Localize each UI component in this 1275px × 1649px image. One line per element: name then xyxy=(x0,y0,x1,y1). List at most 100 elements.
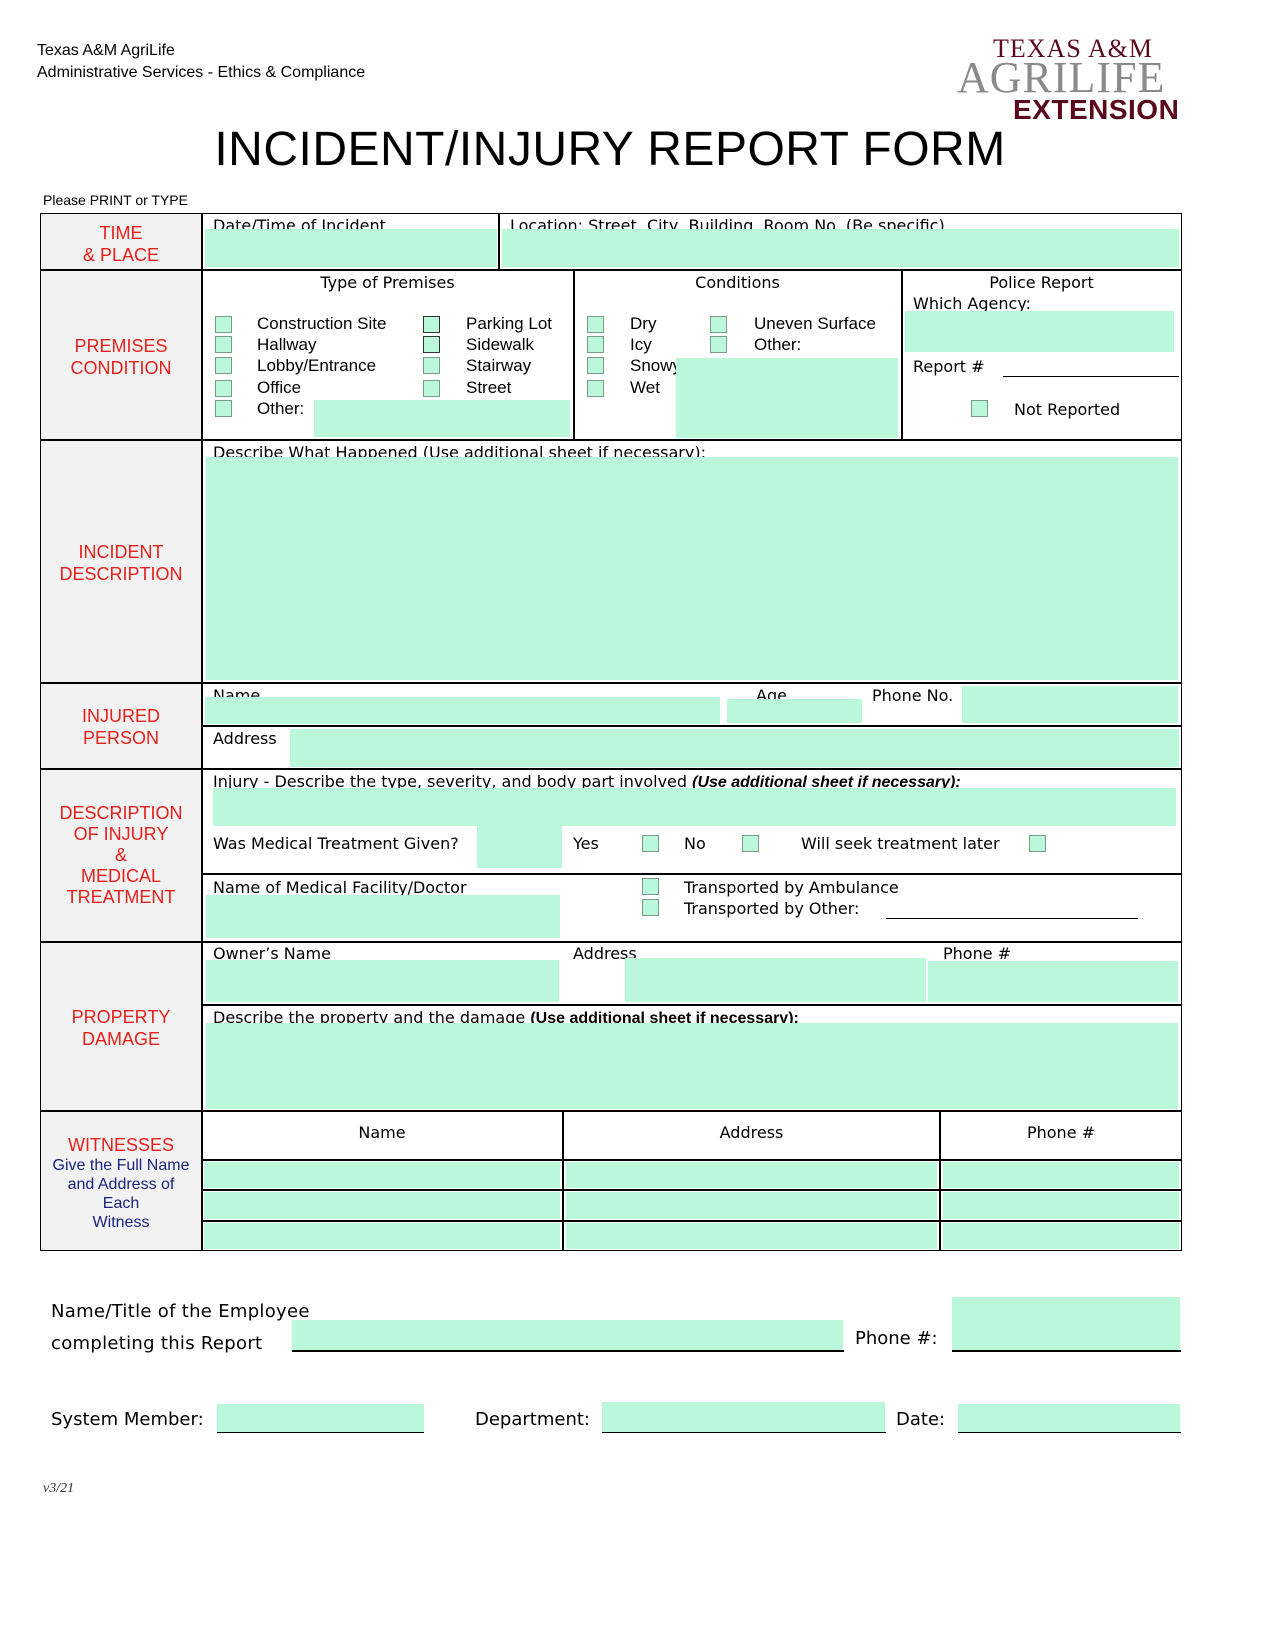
construction-site-checkbox[interactable] xyxy=(215,316,232,333)
location-input[interactable] xyxy=(502,229,1179,267)
ambulance-checkbox[interactable] xyxy=(642,878,659,895)
property-describe-label: Describe the property and the damage (Us… xyxy=(213,1008,799,1027)
department-label: Department: xyxy=(475,1409,590,1430)
lobby-entrance-checkbox[interactable] xyxy=(215,357,232,374)
conditions-other-input[interactable] xyxy=(676,358,898,438)
logo-line-2: AGRILIFE xyxy=(957,53,1166,102)
injured-age-input[interactable] xyxy=(727,699,862,723)
system-member-input[interactable] xyxy=(217,1404,424,1432)
seek-later-label: Will seek treatment later xyxy=(801,834,1000,853)
section-label-column xyxy=(40,213,202,1250)
which-agency-label: Which Agency: xyxy=(913,294,1032,313)
incident-description-input[interactable] xyxy=(206,457,1178,680)
witness-address-header: Address xyxy=(719,1123,784,1142)
form-table xyxy=(40,213,1182,1251)
type-of-premises-heading: Type of Premises xyxy=(320,273,455,292)
parking-lot-checkbox[interactable] xyxy=(423,316,440,333)
datetime-input[interactable] xyxy=(205,229,497,267)
witness-1-address-input[interactable] xyxy=(566,1162,937,1188)
completer-phone-input[interactable] xyxy=(952,1297,1180,1350)
premises-other-label: Other: xyxy=(257,399,305,418)
completer-name-input[interactable] xyxy=(292,1320,843,1350)
section-premises-label: PREMISES CONDITION xyxy=(70,336,172,378)
section-injured-label: INJURED PERSON xyxy=(81,706,160,748)
agrilife-extension-logo: TEXAS A&M AGRILIFE EXTENSION xyxy=(955,34,1200,126)
owner-phone-label: Phone # xyxy=(943,944,1012,963)
form-title: INCIDENT/INJURY REPORT FORM xyxy=(214,123,1006,176)
section-time-place-label: TIME & PLACE xyxy=(82,223,160,265)
premises-other-checkbox[interactable] xyxy=(215,400,232,417)
witness-2-phone-input[interactable] xyxy=(943,1192,1179,1219)
transported-other-label: Transported by Other: xyxy=(684,899,860,918)
ambulance-label: Transported by Ambulance xyxy=(684,878,899,897)
treatment-no-checkbox[interactable] xyxy=(742,835,759,852)
version-label: v3/21 xyxy=(43,1481,75,1496)
witness-3-address-input[interactable] xyxy=(566,1223,937,1249)
witness-1-name-input[interactable] xyxy=(204,1162,560,1188)
injured-address-input[interactable] xyxy=(290,729,1179,767)
department-input[interactable] xyxy=(602,1402,885,1432)
which-agency-input[interactable] xyxy=(905,311,1174,352)
street-checkbox[interactable] xyxy=(423,380,440,397)
completer-phone-label: Phone #: xyxy=(855,1328,938,1349)
conditions-other-checkbox[interactable] xyxy=(710,336,727,353)
owner-phone-input[interactable] xyxy=(928,961,1178,1002)
not-reported-checkbox[interactable] xyxy=(971,400,988,417)
date-input[interactable] xyxy=(958,1404,1180,1432)
medical-facility-label: Name of Medical Facility/Doctor xyxy=(213,878,467,897)
injured-address-label: Address xyxy=(213,729,277,748)
witness-3-name-input[interactable] xyxy=(204,1223,560,1249)
stairway-label: Stairway xyxy=(466,356,532,375)
icy-label: Icy xyxy=(630,335,652,354)
section-property-label: PROPERTY DAMAGE xyxy=(71,1007,171,1049)
office-checkbox[interactable] xyxy=(215,380,232,397)
system-member-label: System Member: xyxy=(51,1409,204,1430)
icy-checkbox[interactable] xyxy=(587,336,604,353)
sidewalk-checkbox[interactable] xyxy=(423,336,440,353)
injury-description-input[interactable] xyxy=(213,788,1176,826)
org-department: Administrative Services - Ethics & Compl… xyxy=(37,64,366,81)
uneven-surface-checkbox[interactable] xyxy=(710,316,727,333)
section-injury-label: DESCRIPTION OF INJURY & MEDICAL TREATMEN… xyxy=(59,803,183,907)
owner-name-label: Owner’s Name xyxy=(213,944,331,963)
no-label: No xyxy=(684,834,706,853)
transported-other-line[interactable] xyxy=(886,918,1138,919)
property-description-input[interactable] xyxy=(206,1023,1178,1109)
sidewalk-label: Sidewalk xyxy=(466,335,535,354)
transported-other-checkbox[interactable] xyxy=(642,899,659,916)
injured-name-input[interactable] xyxy=(205,697,720,724)
owner-address-input[interactable] xyxy=(625,958,926,1002)
witness-3-phone-input[interactable] xyxy=(943,1223,1179,1249)
medical-facility-input[interactable] xyxy=(206,895,560,938)
witness-2-address-input[interactable] xyxy=(566,1192,937,1219)
snowy-checkbox[interactable] xyxy=(587,357,604,374)
yes-label: Yes xyxy=(573,834,599,853)
uneven-surface-label: Uneven Surface xyxy=(754,314,876,333)
dry-checkbox[interactable] xyxy=(587,316,604,333)
report-number-line[interactable] xyxy=(1003,376,1179,377)
wet-label: Wet xyxy=(630,378,660,397)
injured-phone-input[interactable] xyxy=(962,686,1178,723)
report-number-label: Report # xyxy=(913,357,985,376)
witness-1-phone-input[interactable] xyxy=(943,1162,1179,1188)
owner-name-input[interactable] xyxy=(206,960,559,1002)
office-label: Office xyxy=(257,378,302,397)
org-name: Texas A&M AgriLife xyxy=(37,42,175,59)
section-incident-label: INCIDENT DESCRIPTION xyxy=(59,542,183,584)
treatment-given-input[interactable] xyxy=(477,826,562,868)
street-label: Street xyxy=(466,378,512,397)
logo-line-1: TEXAS A&M xyxy=(993,34,1153,63)
hallway-label: Hallway xyxy=(257,335,317,354)
witness-name-header: Name xyxy=(358,1123,406,1142)
witness-2-name-input[interactable] xyxy=(204,1192,560,1219)
section-witnesses-label: WITNESSES Give the Full Name and Address… xyxy=(52,1135,190,1231)
dry-label: Dry xyxy=(630,314,657,333)
wet-checkbox[interactable] xyxy=(587,380,604,397)
hallway-checkbox[interactable] xyxy=(215,336,232,353)
premises-other-input[interactable] xyxy=(314,400,570,437)
date-label: Date: xyxy=(896,1409,946,1430)
seek-later-checkbox[interactable] xyxy=(1029,835,1046,852)
stairway-checkbox[interactable] xyxy=(423,357,440,374)
snowy-label: Snowy xyxy=(630,356,682,375)
treatment-yes-checkbox[interactable] xyxy=(642,835,659,852)
